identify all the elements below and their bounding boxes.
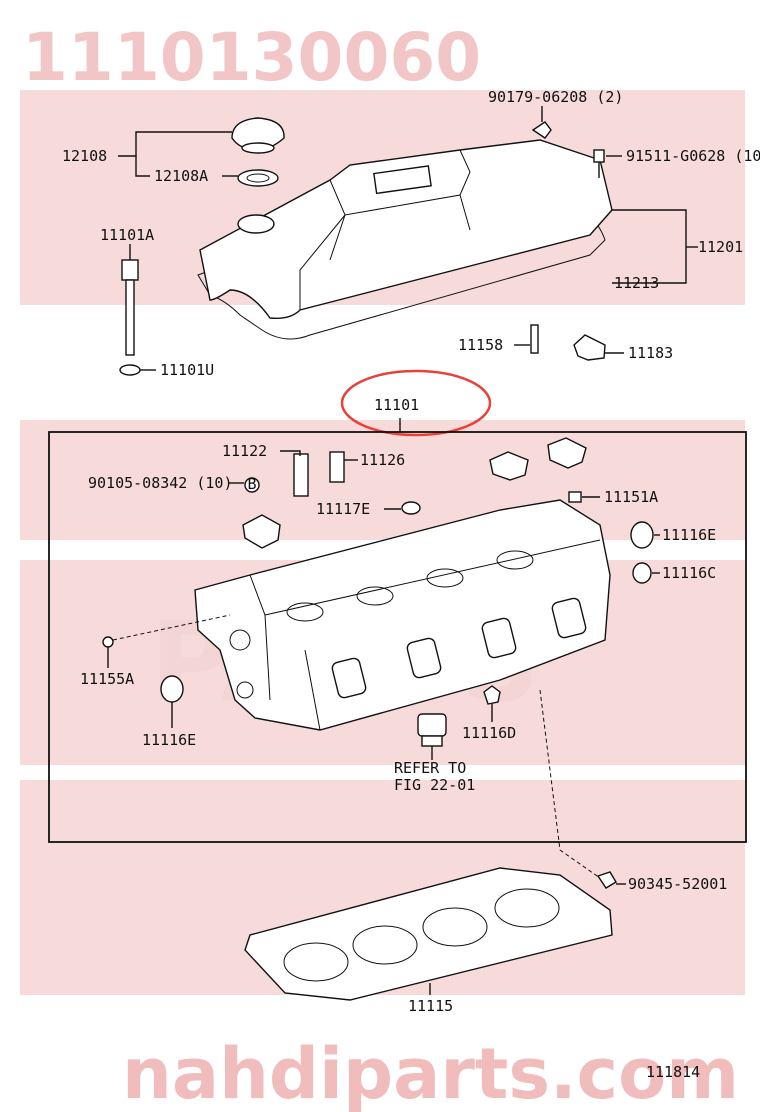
- oil-filler-cap-base: [241, 142, 275, 154]
- plug-11116E-right: [630, 521, 654, 549]
- plug-11116E-left: [160, 675, 184, 703]
- cover-nut: [531, 121, 552, 139]
- label-12108a: 12108A: [154, 167, 208, 185]
- cylinder-head-group: [194, 499, 611, 731]
- leader-lines-top: [118, 106, 698, 371]
- valve-cover: [199, 139, 613, 320]
- gasket-bore: [283, 942, 349, 982]
- cylinder-head: [194, 499, 611, 731]
- label-11116c: 11116C: [662, 564, 716, 582]
- label-11116e-left: 11116E: [142, 731, 196, 749]
- oil-filler-gasket-hole: [246, 173, 270, 183]
- refer-part: [417, 713, 447, 737]
- gasket-bore: [352, 925, 418, 965]
- figure-number: 111814: [646, 1063, 700, 1081]
- cam-journal: [286, 602, 324, 622]
- oil-filler-neck: [237, 214, 275, 234]
- label-11201: 11201: [698, 238, 743, 256]
- highlight-11101-ellipse: [340, 369, 492, 437]
- gasket-bore: [422, 907, 488, 947]
- gasket-bore: [494, 888, 560, 928]
- intake-port: [331, 657, 367, 699]
- label-90345-52001: 90345-52001: [628, 875, 727, 893]
- label-11116d: 11116D: [462, 724, 516, 742]
- cylinder-head-side-edge: [264, 614, 321, 731]
- label-11116e-right: 11116E: [662, 526, 716, 544]
- stud-bolt-shank: [125, 279, 135, 356]
- intake-port: [406, 637, 442, 679]
- label-11158: 11158: [458, 336, 503, 354]
- label-91511-g0628: 91511-G0628 (10): [626, 147, 760, 165]
- label-11183: 11183: [628, 344, 673, 362]
- bolt-90105: [244, 477, 260, 493]
- valve-guide-11122: [293, 453, 309, 497]
- leader-90345-dashed: [539, 689, 601, 879]
- bearing-cap: [547, 437, 587, 469]
- head-end-hole: [229, 629, 251, 651]
- bolt-90105-mark: B: [247, 475, 256, 493]
- cam-journal: [356, 586, 394, 606]
- head-end-hole: [236, 681, 254, 699]
- label-refer-to: REFER TO: [394, 759, 466, 777]
- head-gasket-group: [244, 867, 626, 1001]
- leader-11122: [280, 450, 301, 456]
- bearing-cap: [242, 514, 281, 549]
- label-11101a: 11101A: [100, 226, 154, 244]
- leader-12108-split: [135, 156, 150, 177]
- stud-bolt-head: [121, 259, 139, 281]
- cover-bolt-head: [593, 149, 605, 163]
- leader-11155A-dashed: [112, 614, 231, 641]
- bearing-cap: [489, 451, 529, 481]
- intake-port: [551, 597, 587, 639]
- insert-11151A: [568, 491, 582, 503]
- label-90179-06208: 90179-06208 (2): [488, 88, 623, 106]
- watermark-part-number: 1110130060: [22, 19, 481, 96]
- cover-bracket: [573, 334, 606, 361]
- stud-washer: [119, 364, 141, 376]
- watermark-band-mid: [20, 420, 745, 540]
- cam-journal: [426, 568, 464, 588]
- plug-11116D: [483, 685, 501, 705]
- plug-11116C: [632, 562, 652, 584]
- label-11213: 11213: [614, 274, 659, 292]
- label-11126: 11126: [360, 451, 405, 469]
- valve-cover-group: [119, 117, 613, 376]
- label-11117e: 11117E: [316, 500, 370, 518]
- label-11151a: 11151A: [604, 488, 658, 506]
- dowel-11155A: [102, 636, 114, 648]
- intake-port: [481, 617, 517, 659]
- label-11155a: 11155A: [80, 670, 134, 688]
- label-11101u: 11101U: [160, 361, 214, 379]
- label-11122: 11122: [222, 442, 267, 460]
- small-parts: B: [102, 437, 654, 747]
- leader-lines-frame: [107, 450, 660, 879]
- label-11115: 11115: [408, 997, 453, 1015]
- leader-12108: [118, 131, 232, 157]
- label-fig-22-01: FIG 22-01: [394, 776, 475, 794]
- valve-guide-11126: [329, 451, 345, 483]
- label-90105-08342: 90105-08342 (10): [88, 474, 233, 492]
- cover-pin: [530, 324, 539, 354]
- part-labels: 90179-06208 (2) 91511-G0628 (10) 12108 1…: [62, 88, 760, 1081]
- seal-11117E: [401, 501, 421, 515]
- label-11101: 11101: [374, 396, 419, 414]
- cam-journal: [496, 550, 534, 570]
- valve-cover-edges: [299, 194, 471, 310]
- valve-cover-emblem: [373, 165, 432, 195]
- assembly-frame: [48, 431, 747, 843]
- bolt-90345: [596, 871, 617, 889]
- refer-part-base: [421, 735, 443, 747]
- watermark-site: nahdiparts.com: [122, 1033, 739, 1112]
- label-12108: 12108: [62, 147, 107, 165]
- head-gasket: [244, 867, 613, 1001]
- oil-filler-gasket: [237, 169, 279, 187]
